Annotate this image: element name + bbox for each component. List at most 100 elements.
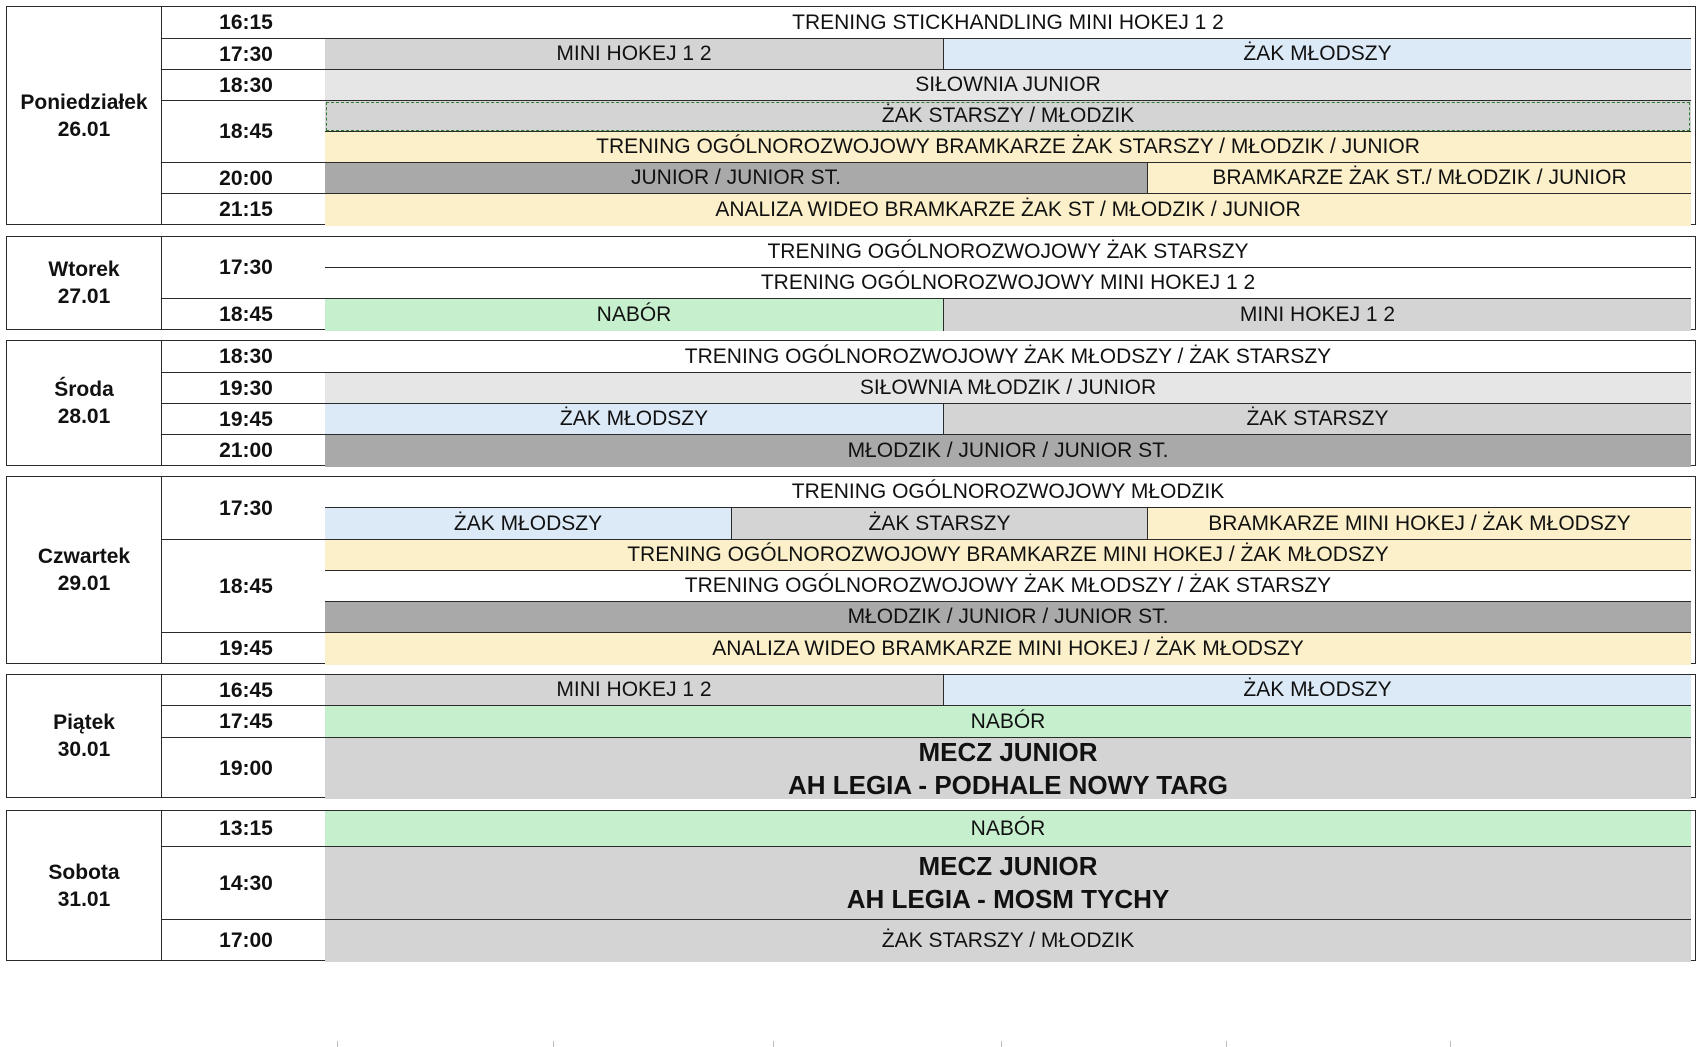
session-cell: MINI HOKEJ 1 2 <box>944 299 1691 331</box>
session-label: TRENING OGÓLNOROZWOJOWY ŻAK MŁODSZY / ŻA… <box>684 574 1332 597</box>
session-label: MECZ JUNIOR <box>918 851 1098 881</box>
time-slot: 19:45 <box>162 404 331 435</box>
time-slot: 17:30 <box>162 39 331 70</box>
session-label: TRENING OGÓLNOROZWOJOWY ŻAK MŁODSZY / ŻA… <box>684 344 1332 368</box>
session-cell: TRENING OGÓLNOROZWOJOWY ŻAK MŁODSZY / ŻA… <box>325 341 1691 373</box>
session-label: ANALIZA WIDEO BRAMKARZE ŻAK ST / MŁODZIK… <box>715 198 1301 221</box>
session-cell: NABÓR <box>325 706 1691 738</box>
time-slot: 18:45 <box>162 540 331 633</box>
session-label: TRENING STICKHANDLING MINI HOKEJ 1 2 <box>792 10 1224 34</box>
session-cell: MINI HOKEJ 1 2 <box>325 675 944 706</box>
session-cell: ŻAK STARSZY / MŁODZIK <box>325 920 1691 962</box>
session-cell: NABÓR <box>325 299 944 331</box>
session-label: ŻAK STARSZY / MŁODZIK <box>881 104 1135 127</box>
session-label: NABÓR <box>970 709 1046 733</box>
day-name: Poniedziałek <box>20 90 148 114</box>
time-slot: 21:15 <box>162 194 331 226</box>
day-label: Wtorek 27.01 <box>7 237 162 329</box>
session-sublabel: AH LEGIA - PODHALE NOWY TARG <box>787 769 1229 800</box>
time-slot: 13:15 <box>162 811 331 847</box>
day-label: Środa 28.01 <box>7 341 162 465</box>
session-label: ŻAK MŁODSZY <box>1243 42 1392 65</box>
session-cell: MŁODZIK / JUNIOR / JUNIOR ST. <box>325 435 1691 467</box>
session-label: ŻAK MŁODSZY <box>453 511 603 535</box>
session-label: NABÓR <box>596 303 672 326</box>
session-cell: ANALIZA WIDEO BRAMKARZE MINI HOKEJ / ŻAK… <box>325 633 1691 665</box>
session-label: BRAMKARZE MINI HOKEJ / ŻAK MŁODSZY <box>1208 511 1631 535</box>
time-slot: 16:15 <box>162 7 331 39</box>
session-label: ŻAK STARSZY <box>868 511 1011 535</box>
time-slot: 18:30 <box>162 341 331 373</box>
session-label: ANALIZA WIDEO BRAMKARZE MINI HOKEJ / ŻAK… <box>712 637 1304 660</box>
day-name: Piątek <box>53 711 115 734</box>
session-label: TRENING OGÓLNOROZWOJOWY BRAMKARZE MINI H… <box>627 543 1389 566</box>
time-slot: 17:00 <box>162 920 331 962</box>
session-cell: ŻAK MŁODSZY <box>944 39 1691 70</box>
session-cell: ŻAK MŁODSZY <box>325 508 732 540</box>
session-cell: TRENING OGÓLNOROZWOJOWY MŁODZIK <box>325 477 1691 508</box>
session-cell: SIŁOWNIA JUNIOR <box>325 70 1691 101</box>
session-label: MINI HOKEJ 1 2 <box>1239 303 1396 326</box>
session-cell: ANALIZA WIDEO BRAMKARZE ŻAK ST / MŁODZIK… <box>325 194 1691 226</box>
session-cell: JUNIOR / JUNIOR ST. <box>325 163 1148 194</box>
session-cell: BRAMKARZE MINI HOKEJ / ŻAK MŁODSZY <box>1148 508 1691 540</box>
time-slot: 17:30 <box>162 237 331 299</box>
session-label: ŻAK STARSZY <box>1246 407 1389 430</box>
session-label: TRENING OGÓLNOROZWOJOWY BRAMKARZE ŻAK ST… <box>596 135 1420 158</box>
session-label: ŻAK MŁODSZY <box>559 407 709 430</box>
session-label: SIŁOWNIA MŁODZIK / JUNIOR <box>859 376 1157 399</box>
session-cell: MINI HOKEJ 1 2 <box>325 39 944 70</box>
day-label: Poniedziałek 26.01 <box>7 7 162 224</box>
time-slot: 14:30 <box>162 847 331 920</box>
time-slot: 19:45 <box>162 633 331 665</box>
session-label: NABÓR <box>970 816 1046 840</box>
session-sublabel: AH LEGIA - MOSM TYCHY <box>846 884 1170 914</box>
session-cell: SIŁOWNIA MŁODZIK / JUNIOR <box>325 373 1691 404</box>
day-label: Sobota 31.01 <box>7 811 162 960</box>
session-label: BRAMKARZE ŻAK ST./ MŁODZIK / JUNIOR <box>1212 166 1627 189</box>
time-slot: 19:00 <box>162 738 331 799</box>
sheet-column-ticks <box>0 1041 1702 1047</box>
session-cell: TRENING OGÓLNOROZWOJOWY ŻAK STARSZY <box>325 237 1691 268</box>
session-cell: TRENING OGÓLNOROZWOJOWY BRAMKARZE MINI H… <box>325 540 1691 571</box>
session-cell: MŁODZIK / JUNIOR / JUNIOR ST. <box>325 602 1691 633</box>
day-date: 26.01 <box>57 117 111 141</box>
session-label: MECZ JUNIOR <box>918 736 1098 767</box>
session-cell: ŻAK MŁODSZY <box>944 675 1691 706</box>
day-date: 28.01 <box>57 405 111 428</box>
time-slot: 17:45 <box>162 706 331 738</box>
time-slot: 16:45 <box>162 675 331 706</box>
time-slot: 21:00 <box>162 435 331 467</box>
session-cell: ŻAK STARSZY / MŁODZIK <box>325 101 1691 132</box>
day-name: Sobota <box>48 860 120 884</box>
day-name: Środa <box>54 378 114 401</box>
day-name: Wtorek <box>48 258 120 281</box>
session-label: ŻAK STARSZY / MŁODZIK <box>881 929 1135 952</box>
session-cell: ŻAK STARSZY <box>732 508 1148 540</box>
day-date: 31.01 <box>57 887 111 911</box>
time-slot: 17:30 <box>162 477 331 540</box>
day-date: 27.01 <box>57 285 111 308</box>
session-cell: ŻAK STARSZY <box>944 404 1691 435</box>
session-label: TRENING OGÓLNOROZWOJOWY ŻAK STARSZY <box>767 240 1249 263</box>
session-label: MINI HOKEJ 1 2 <box>556 42 712 65</box>
session-cell: TRENING OGÓLNOROZWOJOWY ŻAK MŁODSZY / ŻA… <box>325 571 1691 602</box>
time-slot: 18:45 <box>162 299 331 331</box>
session-cell: NABÓR <box>325 811 1691 847</box>
session-cell: TRENING STICKHANDLING MINI HOKEJ 1 2 <box>325 7 1691 39</box>
time-slot: 19:30 <box>162 373 331 404</box>
session-label: ŻAK MŁODSZY <box>1243 678 1392 701</box>
time-slot: 18:30 <box>162 70 331 101</box>
session-label: JUNIOR / JUNIOR ST. <box>630 166 841 189</box>
session-cell: TRENING OGÓLNOROZWOJOWY MINI HOKEJ 1 2 <box>325 268 1691 299</box>
